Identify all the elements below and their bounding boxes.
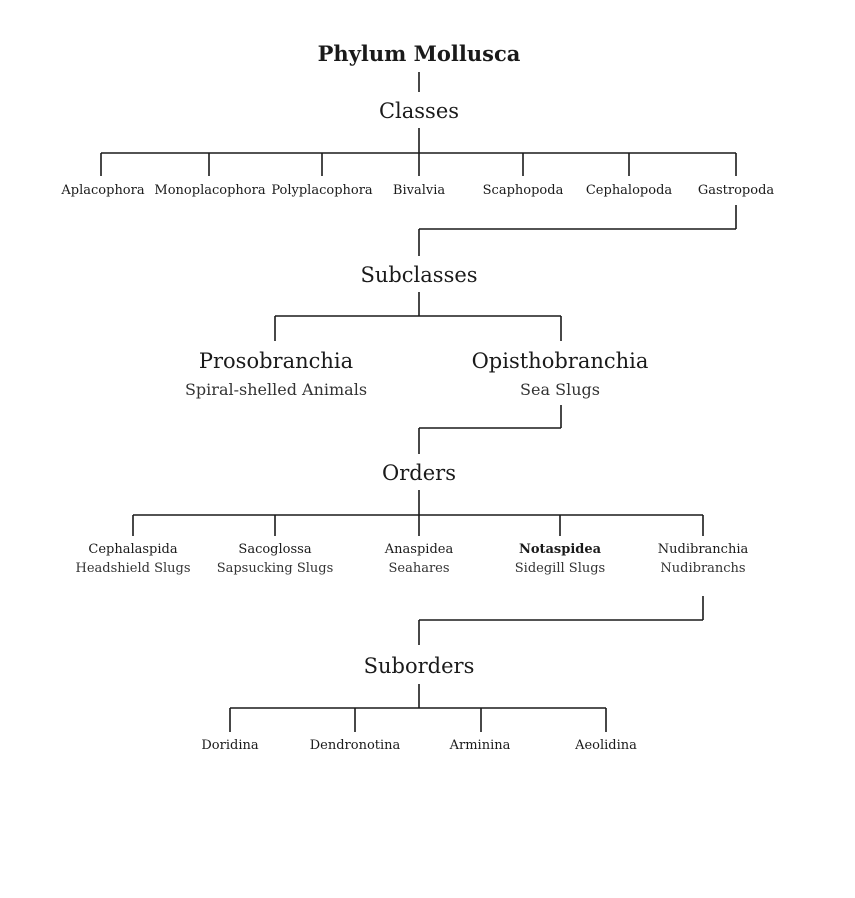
order-desc: Sapsucking Slugs <box>216 561 334 576</box>
suborder-node: Dendronotina <box>309 738 401 753</box>
class-node: Aplacophora <box>61 183 145 198</box>
order-name: Nudibranchia <box>657 542 749 557</box>
suborder-node: Aeolidina <box>575 738 637 753</box>
order-desc: Seahares <box>388 561 450 576</box>
class-node: Monoplacophora <box>154 183 266 198</box>
subclass-desc: Sea Slugs <box>520 380 600 399</box>
class-node: Cephalopoda <box>585 183 673 198</box>
suborder-node: Doridina <box>201 738 259 753</box>
order-name: Sacoglossa <box>238 542 312 557</box>
subclass-name: Opisthobranchia <box>471 349 649 373</box>
diagram-title: Phylum Mollusca <box>317 41 521 66</box>
subclasses-heading: Subclasses <box>360 263 478 287</box>
class-node: Gastropoda <box>697 183 775 198</box>
class-node: Bivalvia <box>392 183 446 198</box>
order-desc: Nudibranchs <box>660 561 746 576</box>
class-node: Polyplacophora <box>271 183 373 198</box>
class-node: Scaphopoda <box>482 183 564 198</box>
order-desc: Headshield Slugs <box>75 561 191 576</box>
subclass-desc: Spiral-shelled Animals <box>184 380 368 399</box>
order-name: Cephalaspida <box>88 542 178 557</box>
suborders-heading: Suborders <box>363 654 475 678</box>
suborder-node: Arminina <box>449 738 511 753</box>
order-name: Notaspidea <box>518 542 602 557</box>
orders-heading: Orders <box>382 461 456 485</box>
classes-heading: Classes <box>378 99 460 123</box>
order-name: Anaspidea <box>384 542 454 557</box>
order-desc: Sidegill Slugs <box>514 561 606 576</box>
subclass-name: Prosobranchia <box>198 349 354 373</box>
